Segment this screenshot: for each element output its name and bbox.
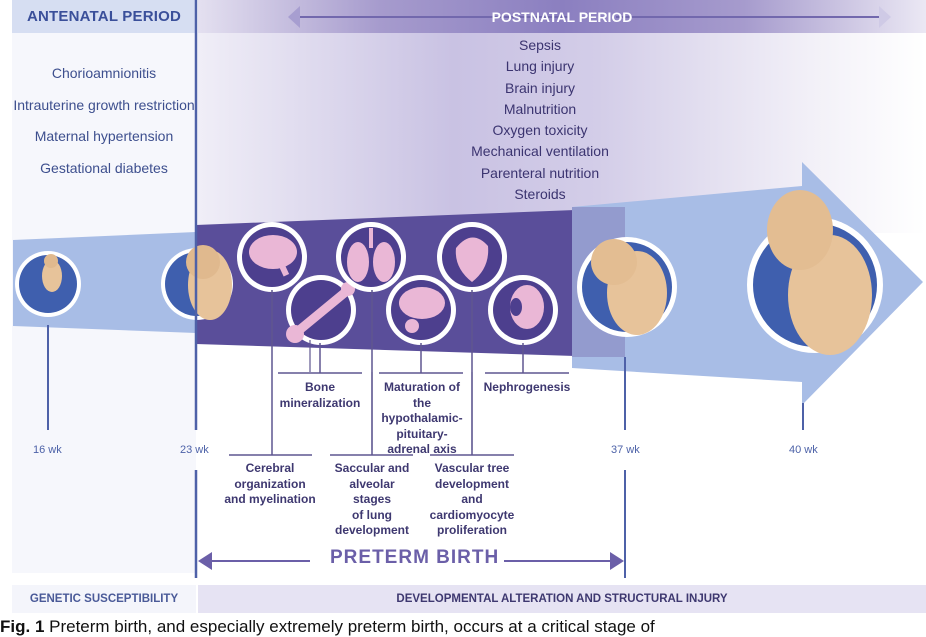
postnatal-arrow xyxy=(288,6,891,28)
label-lung-development: Saccular and alveolar stages of lung dev… xyxy=(334,461,410,537)
developmental-alteration-label: DEVELOPMENTAL ALTERATION AND STRUCTURAL … xyxy=(198,585,926,613)
preterm-birth-label: PRETERM BIRTH xyxy=(330,547,500,568)
postnatal-risk-item: Mechanical ventilation xyxy=(471,143,609,160)
postnatal-risk-item: Sepsis xyxy=(518,37,562,53)
label-cerebral-organization: Cerebral organization and myelination xyxy=(224,461,316,506)
label-bone-mineralization: Bone mineralization xyxy=(279,380,361,410)
kidney-icon xyxy=(488,275,558,345)
label-vascular-development: Vascular tree development and cardiomyoc… xyxy=(429,461,515,537)
bone-icon xyxy=(286,275,356,345)
postnatal-risk-list: Sepsis Lung injury Brain injury Malnutri… xyxy=(440,35,640,205)
lungs-icon xyxy=(336,222,406,292)
fetus-16wk-icon xyxy=(15,251,81,317)
postnatal-risk-item: Oxygen toxicity xyxy=(492,122,588,139)
postnatal-risk-item: Parenteral nutrition xyxy=(480,164,600,181)
brain-icon xyxy=(237,222,307,292)
week-label-37: 37 wk xyxy=(611,444,640,456)
caption-text: Preterm birth, and especially extremely … xyxy=(44,617,655,636)
antenatal-risk-item: Intrauterine growth restriction xyxy=(13,96,195,113)
arrow-left-head-icon xyxy=(288,6,300,28)
fetus-37wk-icon xyxy=(577,237,677,337)
genetic-susceptibility-label: GENETIC SUSCEPTIBILITY xyxy=(12,585,196,613)
figure-number: Fig. 1 xyxy=(0,617,45,636)
postnatal-risk-item: Steroids xyxy=(514,186,566,203)
week-label-16: 16 wk xyxy=(33,444,62,456)
week-label-40: 40 wk xyxy=(789,444,818,456)
heart-icon xyxy=(437,222,507,292)
label-hpa-axis: Maturation of the hypothalamic- pituitar… xyxy=(381,380,463,456)
antenatal-risk-item: Maternal hypertension xyxy=(34,128,174,144)
preterm-arrow-right-head-icon xyxy=(610,552,624,570)
postnatal-risk-item: Malnutrition xyxy=(503,100,577,117)
postnatal-risk-item: Lung injury xyxy=(505,58,575,75)
fetus-40wk-icon xyxy=(747,190,883,355)
label-nephrogenesis: Nephrogenesis xyxy=(483,380,571,394)
antenatal-risk-item: Chorioamnionitis xyxy=(51,65,157,81)
postnatal-period-label: POSTNATAL PERIOD xyxy=(491,8,633,25)
brain-section-icon xyxy=(386,275,456,345)
preterm-arrow-left-head-icon xyxy=(198,552,212,570)
antenatal-risk-item: Gestational diabetes xyxy=(40,159,168,176)
figure-caption: Fig. 1 Preterm birth, and especially ext… xyxy=(0,617,926,637)
antenatal-period-header: ANTENATAL PERIOD xyxy=(12,0,196,33)
week-label-23: 23 wk xyxy=(180,444,209,456)
antenatal-risk-list: Chorioamnionitis Intrauterine growth res… xyxy=(12,60,196,186)
postnatal-risk-item: Brain injury xyxy=(504,79,576,96)
arrow-right-head-icon xyxy=(879,6,891,28)
